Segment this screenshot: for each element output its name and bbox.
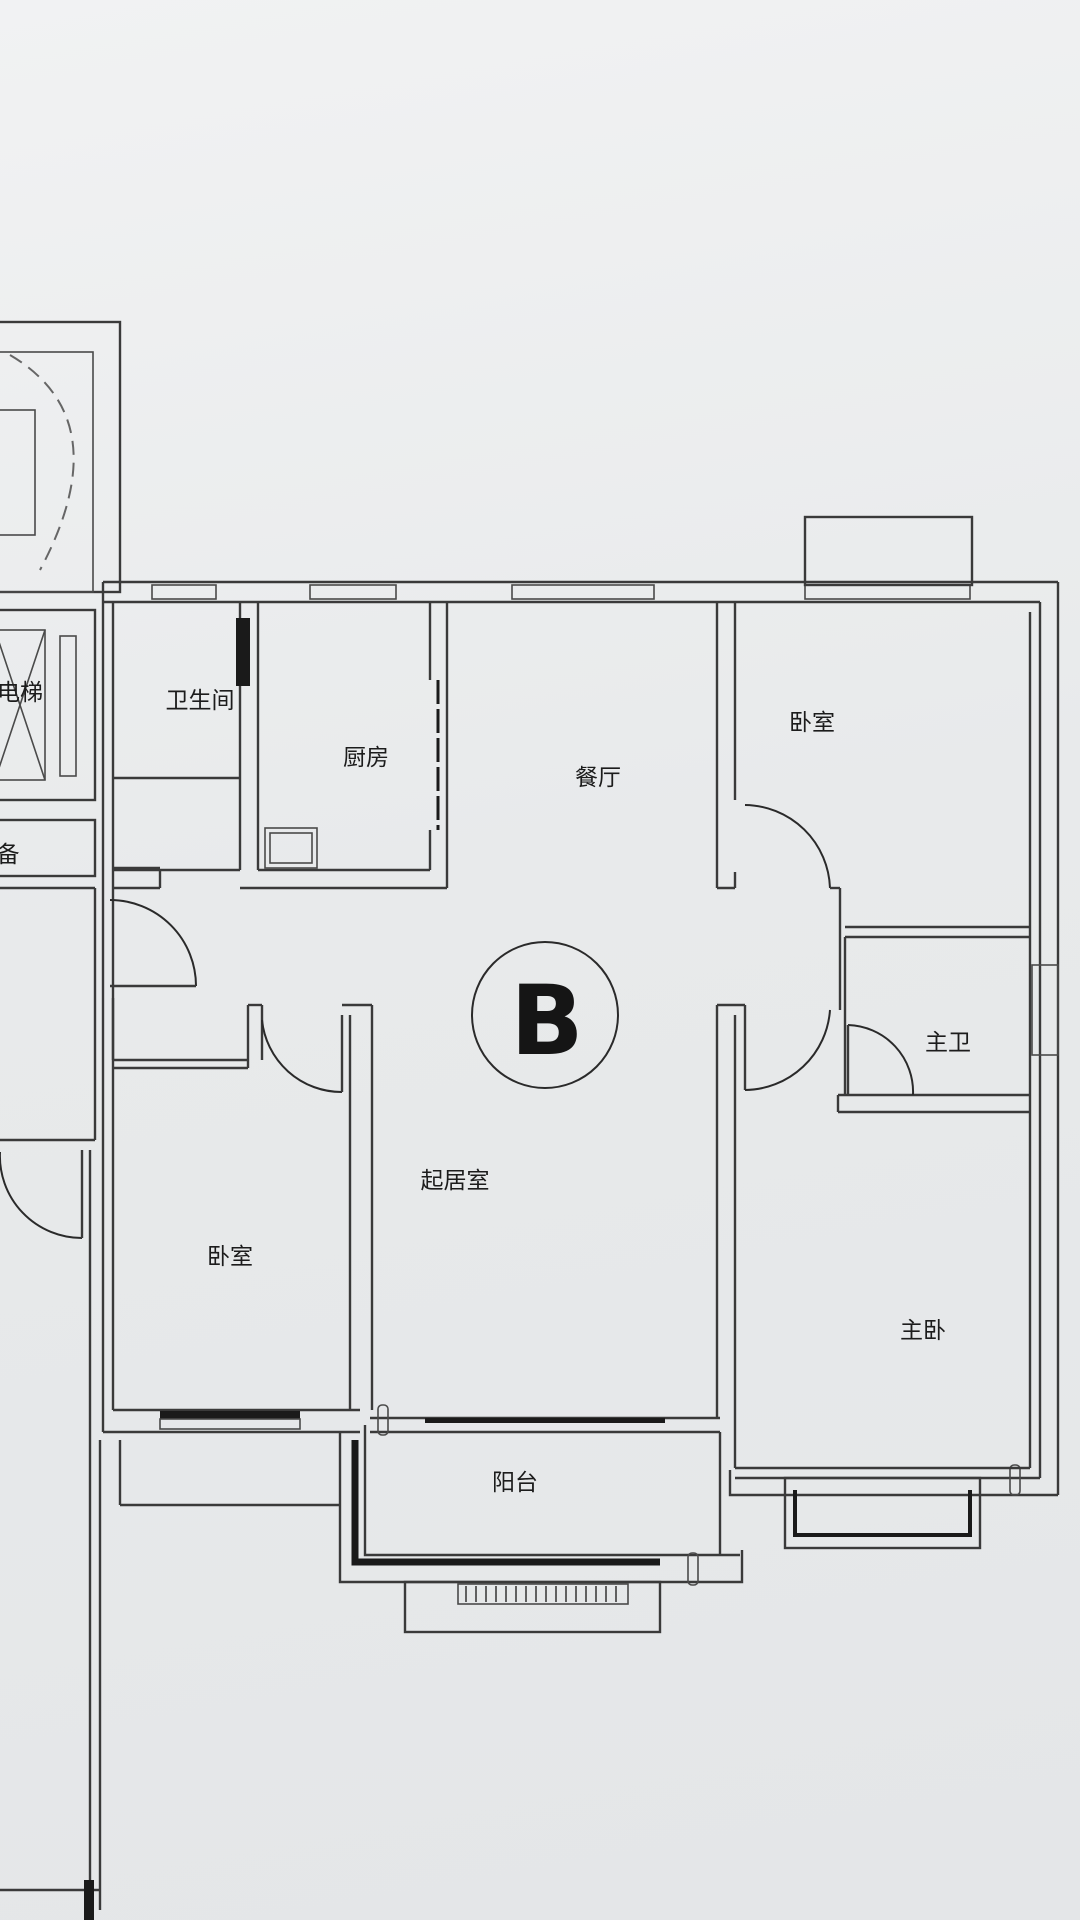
master-bedroom-label: 主卧 xyxy=(900,1318,946,1344)
master-bay-window xyxy=(728,1464,1058,1550)
neighbor-core: 电梯 备 xyxy=(0,320,122,1920)
kitchen-label: 厨房 xyxy=(343,745,389,771)
balcony-label: 阳台 xyxy=(492,1470,538,1496)
elevator-label: 电梯 xyxy=(0,680,43,706)
bedroom-sw-label: 卧室 xyxy=(207,1244,253,1270)
unit-letter: B xyxy=(510,965,583,1077)
dining-label: 餐厅 xyxy=(575,765,621,791)
living-room-label: 起居室 xyxy=(421,1168,490,1194)
master-bath-label: 主卫 xyxy=(925,1030,971,1056)
bedroom-ne-label: 卧室 xyxy=(789,710,835,736)
interior-walls xyxy=(109,602,1030,1470)
unit-badge: B xyxy=(471,941,619,1089)
balcony-walls xyxy=(338,1404,744,1634)
neighbor-partial-label: 备 xyxy=(0,842,20,868)
bathroom-label: 卫生间 xyxy=(166,688,235,714)
